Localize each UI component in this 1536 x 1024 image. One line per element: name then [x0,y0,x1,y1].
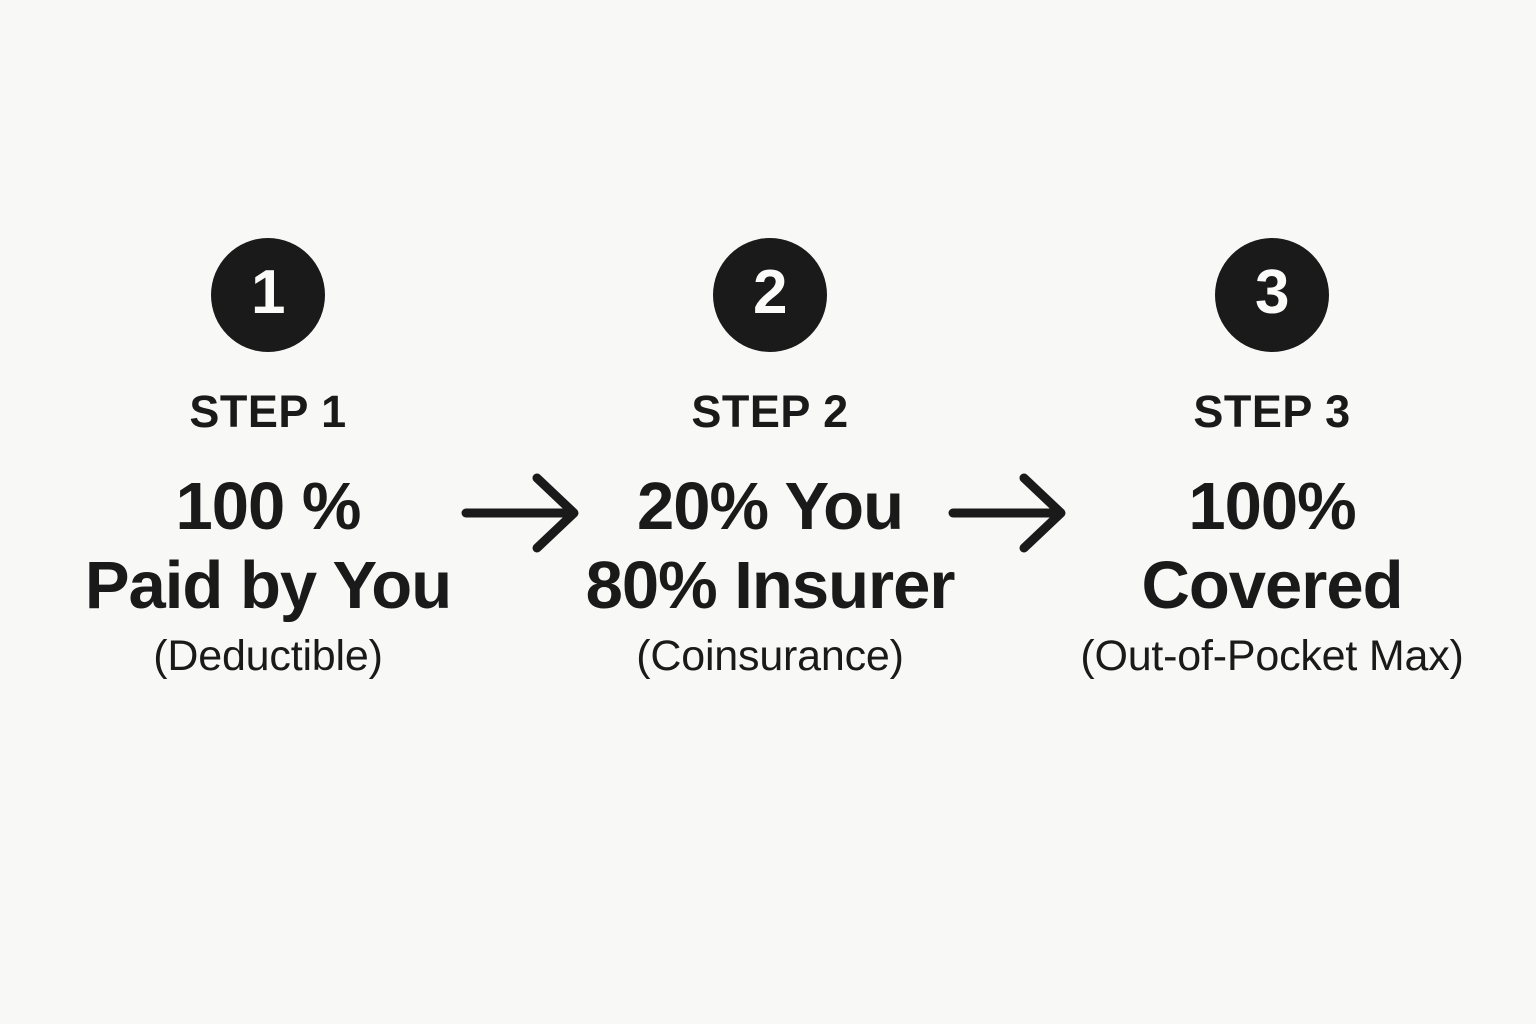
step-main-3: 100% Covered [1012,467,1532,625]
step-main-1: 100 % Paid by You [8,467,528,625]
step-badge-number-3: 3 [1255,258,1289,327]
step-card-2: 2 STEP 2 20% You 80% Insurer (Coinsuranc… [510,238,1030,678]
step-badge-1: 1 [211,238,325,352]
step-main-line-1a: 100 % [175,469,362,544]
step-main-line-2a: 20% You [636,469,904,544]
step-main-line-2b: 80% Insurer [585,548,956,624]
step-badge-number-2: 2 [753,258,787,327]
connector-arrow-2 [948,470,1072,556]
connector-arrow-1 [461,470,585,556]
step-badge-number-1: 1 [251,258,285,327]
step-main-line-3b: Covered [1141,548,1403,624]
arrow-right-icon [461,473,579,553]
step-main-2: 20% You 80% Insurer [510,467,1030,625]
step-sub-1: (Deductible) [153,632,383,681]
step-main-line-1b: Paid by You [84,548,452,624]
step-sub-2: (Coinsurance) [636,632,904,681]
arrow-right-icon [948,473,1066,553]
step-card-3: 3 STEP 3 100% Covered (Out-of-Pocket Max… [1012,238,1532,678]
step-badge-3: 3 [1215,238,1329,352]
step-sub-3: (Out-of-Pocket Max) [1080,632,1464,681]
step-label-3: STEP 3 [1193,386,1351,437]
step-card-1: 1 STEP 1 100 % Paid by You (Deductible) [8,238,528,678]
step-label-1: STEP 1 [189,386,347,437]
step-main-line-3a: 100% [1188,469,1356,544]
step-label-2: STEP 2 [691,386,849,437]
step-badge-2: 2 [713,238,827,352]
